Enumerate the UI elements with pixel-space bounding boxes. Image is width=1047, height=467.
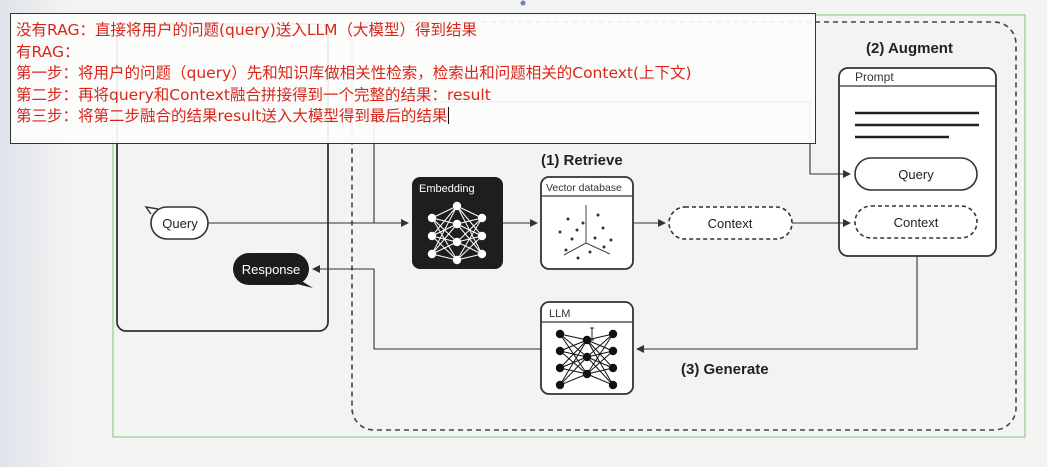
retrieve-title: (1) Retrieve [541,152,623,169]
text-caret [448,107,450,124]
llm-network-icon [555,329,618,390]
embedding-network-icon [427,201,487,265]
vector-db-box: Vector database [540,176,634,270]
response-label: Response [242,262,301,277]
response-bubble: Response [233,253,313,288]
generate-title: (3) Generate [681,361,769,378]
cursor-dot [520,0,526,6]
note-line-5-text: 第三步：将第二步融合的结果result送入大模型得到最后的结果 [16,107,448,125]
vector-db-label: Vector database [546,182,622,194]
user-query-label: Query [162,216,198,231]
augment-title: (2) Augment [866,40,953,57]
user-query-bubble: Query [144,206,209,240]
note-line-3: 第一步：将用户的问题（query）先和知识库做相关性检索，检索出和问题相关的Co… [16,64,692,82]
embedding-label: Embedding [419,183,475,195]
retrieved-context-label: Context [708,216,753,231]
prompt-box: Prompt Query Context [838,67,997,257]
scatter-plot-icon [563,205,611,256]
llm-label: LLM [549,308,570,320]
prompt-query-pill [854,157,978,191]
note-line-4: 第二步：再将query和Context融合拼接得到一个完整的结果：result [16,85,491,104]
llm-box: LLM [540,301,634,395]
prompt-context-label: Context [894,215,939,230]
arrow-prompt-to-llm [636,256,918,353]
scatter-dots [558,213,613,260]
note-line-2: 有RAG： [16,42,80,61]
note-line-1: 没有RAG：直接将用户的问题(query)送入LLM（大模型）得到结果 [16,21,477,39]
note-line-5: 第三步：将第二步融合的结果result送入大模型得到最后的结果 [16,106,815,128]
prompt-query-label: Query [898,167,934,182]
annotation-note: 没有RAG：直接将用户的问题(query)送入LLM（大模型）得到结果 有RAG… [10,13,816,144]
prompt-context-pill [854,205,978,239]
prompt-label: Prompt [855,70,894,84]
arrow-llm-to-response [312,265,541,350]
text-cursor-icon [590,327,594,341]
embedding-box: Embedding [412,177,503,269]
